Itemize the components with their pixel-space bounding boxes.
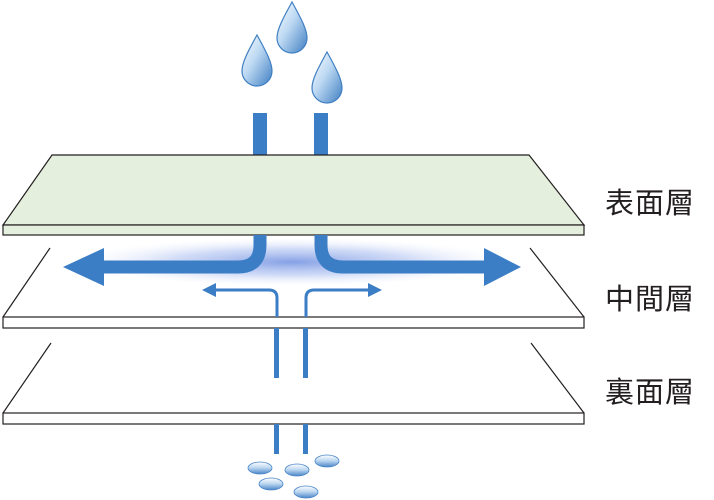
water-drop-icon xyxy=(276,0,308,54)
water-beads xyxy=(247,454,340,499)
back-layer-label: 裏面層 xyxy=(605,375,696,409)
surface-layer xyxy=(1,154,586,236)
small-arrow-head-right xyxy=(368,283,382,297)
passage-channel-right xyxy=(303,328,308,378)
surface-layer-edge xyxy=(2,224,585,236)
lateral-flow-arrows xyxy=(100,235,488,274)
arrow-head-right xyxy=(484,248,521,286)
water-bead-icon xyxy=(258,477,284,491)
water-drop-icon xyxy=(241,33,273,87)
middle-layer-label: 中間層 xyxy=(605,282,696,316)
water-bead-icon xyxy=(293,485,319,499)
exit-channel-right xyxy=(303,424,308,454)
diffusion-glow xyxy=(77,238,507,286)
water-bead-icon xyxy=(284,463,310,477)
water-bead-icon xyxy=(247,461,273,475)
water-drop-icon xyxy=(311,50,343,104)
water-bead-icon xyxy=(314,454,340,468)
surface-layer-top xyxy=(1,154,586,226)
middle-layer xyxy=(2,247,585,329)
exit-channel-left xyxy=(274,424,279,454)
surface-layer-label: 表面層 xyxy=(605,186,696,220)
back-layer xyxy=(2,342,585,425)
back-layer-edge xyxy=(2,412,585,425)
middle-layer-edge xyxy=(2,316,585,329)
water-drops xyxy=(241,0,343,104)
passage-channel-left xyxy=(274,328,279,378)
arrow-head-left xyxy=(63,248,104,286)
small-arrow-head-left xyxy=(202,283,216,297)
secondary-flow-arrows xyxy=(214,288,370,317)
